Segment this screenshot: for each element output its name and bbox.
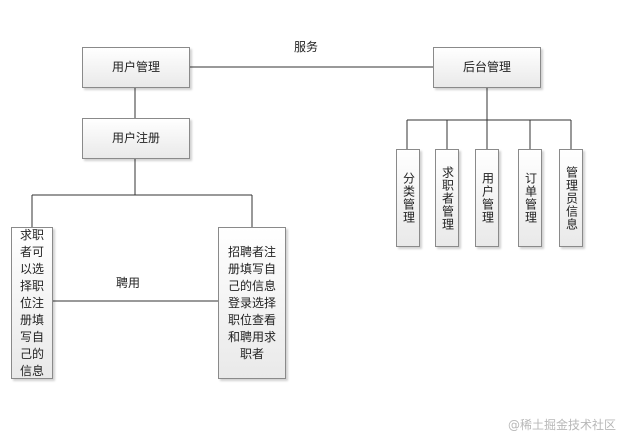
recruiter-node: 招聘者注册填写自己的信息登录选择职位查看和聘用求职者 [218,227,286,379]
user-management-sub-label: 用户管理 [480,172,495,224]
user-management-node: 用户管理 [82,47,190,88]
backend-management-node: 后台管理 [433,47,541,88]
watermark: @稀土掘金技术社区 [508,418,617,432]
jobseeker-label: 求职者可以选择职位注册填写自己的信息 [19,227,44,378]
recruiter-label: 招聘者注册填写自己的信息登录选择职位查看和聘用求职者 [227,244,276,361]
admin-info-node: 管理员信息 [559,149,583,247]
hire-edge-label: 聘用 [116,276,141,290]
user-management-sub-node: 用户管理 [475,149,499,247]
order-management-label: 订单管理 [523,172,538,224]
jobseeker-node: 求职者可以选择职位注册填写自己的信息 [11,227,53,379]
user-register-node: 用户注册 [82,118,190,159]
jobseeker-management-label: 求职者管理 [440,165,455,231]
service-edge-label: 服务 [294,40,319,54]
admin-info-label: 管理员信息 [564,165,579,231]
order-management-node: 订单管理 [518,149,542,247]
category-management-label: 分类管理 [401,172,416,224]
category-management-node: 分类管理 [396,149,420,247]
user-register-label: 用户注册 [111,131,160,145]
user-management-label: 用户管理 [111,60,160,74]
jobseeker-management-node: 求职者管理 [435,149,459,247]
backend-management-label: 后台管理 [462,60,511,74]
